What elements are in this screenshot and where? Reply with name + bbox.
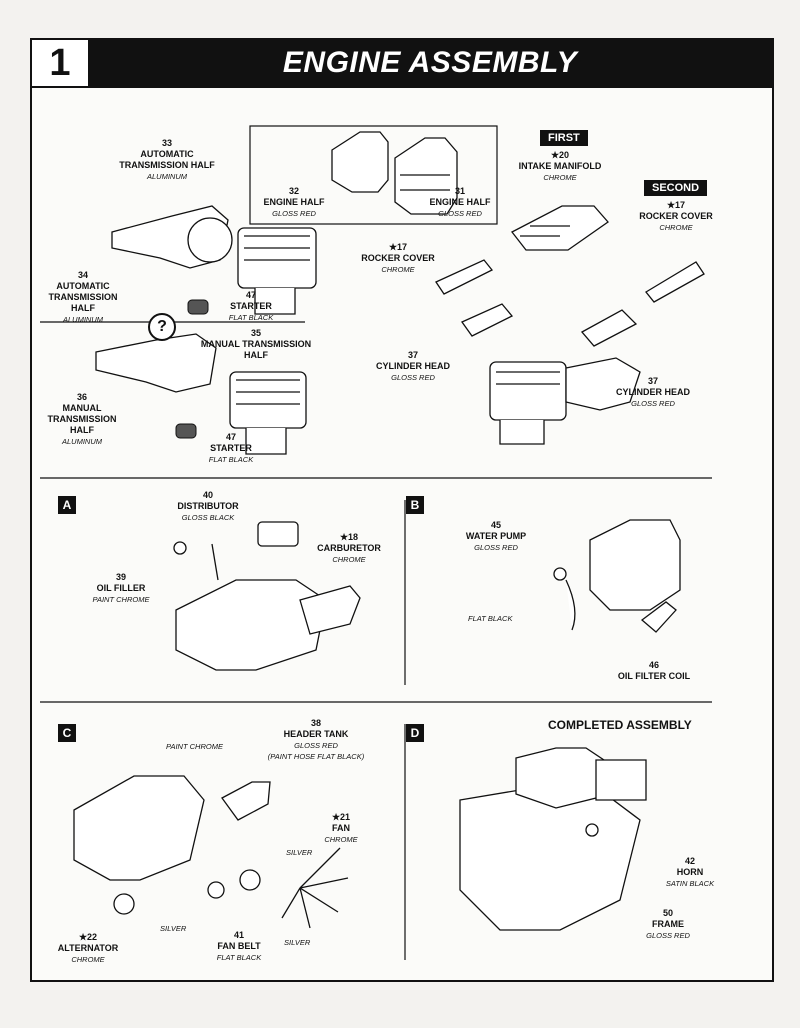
engine-half-parts bbox=[331, 131, 458, 215]
manual-transmission-part bbox=[95, 333, 217, 393]
engine-half-inset-box bbox=[249, 125, 498, 225]
first-tag: FIRST bbox=[540, 130, 588, 146]
cylinder-head-parts bbox=[461, 303, 638, 347]
starter-part-upper bbox=[187, 299, 209, 315]
second-tag: SECOND bbox=[644, 180, 708, 196]
section-d-chassis bbox=[459, 747, 647, 931]
section-a-engine bbox=[173, 521, 361, 671]
section-c-label: C bbox=[58, 724, 76, 742]
step-number: 1 bbox=[32, 40, 88, 86]
completed-assembly-title: COMPLETED ASSEMBLY bbox=[548, 718, 692, 732]
page-title: ENGINE ASSEMBLY bbox=[282, 46, 578, 79]
section-b-label: B bbox=[406, 496, 424, 514]
note-paint-chrome: PAINT CHROME bbox=[166, 742, 223, 751]
engine-block-upper bbox=[237, 227, 317, 315]
rocker-cover-parts bbox=[435, 259, 705, 303]
note-silver-1: SILVER bbox=[286, 848, 313, 857]
note-flat-black: FLAT BLACK bbox=[468, 614, 513, 623]
section-a-label: A bbox=[58, 496, 76, 514]
engine-with-transmission-right bbox=[489, 357, 641, 445]
automatic-transmission-part bbox=[111, 205, 233, 269]
note-silver-3: SILVER bbox=[284, 938, 311, 947]
intake-manifold-part bbox=[511, 205, 609, 251]
question-mark-icon: ? bbox=[148, 313, 176, 341]
section-d-label: D bbox=[406, 724, 424, 742]
starter-part-lower bbox=[175, 423, 197, 439]
section-c-engine bbox=[73, 775, 349, 929]
step-header bbox=[30, 38, 774, 88]
section-b-engine bbox=[553, 519, 681, 633]
note-silver-2: SILVER bbox=[160, 924, 187, 933]
engine-block-lower bbox=[229, 371, 307, 455]
